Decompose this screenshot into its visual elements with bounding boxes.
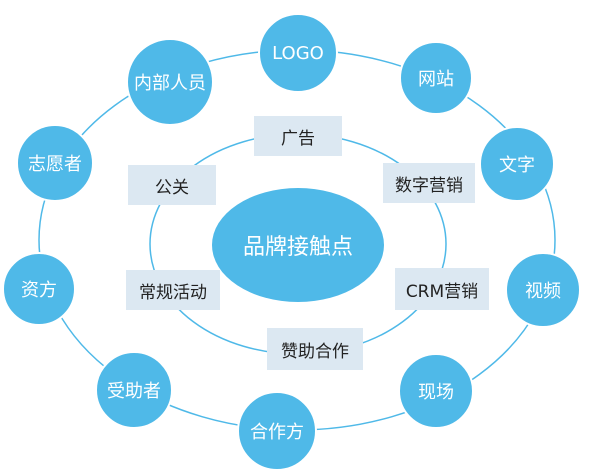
outer-node-text: 文字 <box>479 126 555 202</box>
inner-item-pr: 公关 <box>128 165 216 205</box>
inner-item-label: 常规活动 <box>139 282 207 303</box>
outer-node-label: 现场 <box>418 382 454 403</box>
inner-item-label: 广告 <box>281 128 315 149</box>
inner-item-label: 公关 <box>155 177 189 198</box>
inner-item-events: 常规活动 <box>126 270 220 310</box>
center-label: 品牌接触点 <box>242 235 353 260</box>
inner-item-ads: 广告 <box>254 116 342 156</box>
outer-node-label: 网站 <box>418 69 454 90</box>
outer-node-funder: 资方 <box>2 252 76 326</box>
inner-item-sponsor: 赞助合作 <box>267 328 363 370</box>
inner-item-label: 数字营销 <box>395 175 463 196</box>
center-node: 品牌接触点 <box>212 188 384 302</box>
outer-node-staff: 内部人员 <box>126 38 214 126</box>
outer-node-label: 资方 <box>21 280 57 301</box>
inner-item-crm: CRM营销 <box>395 268 489 310</box>
inner-item-digital: 数字营销 <box>383 163 475 203</box>
outer-node-label: LOGO <box>272 42 324 64</box>
outer-node-label: 志愿者 <box>28 154 82 175</box>
inner-item-label: 赞助合作 <box>281 341 349 362</box>
outer-node-partner: 合作方 <box>237 391 317 471</box>
outer-node-logo: LOGO <box>258 13 338 93</box>
outer-node-label: 受助者 <box>107 381 161 402</box>
outer-node-onsite: 现场 <box>398 353 474 429</box>
outer-node-website: 网站 <box>399 41 473 115</box>
inner-item-label: CRM营销 <box>405 281 479 302</box>
outer-node-label: 视频 <box>525 281 561 302</box>
outer-node-video: 视频 <box>505 252 581 328</box>
outer-node-beneficiary: 受助者 <box>95 351 173 429</box>
outer-node-volunteer: 志愿者 <box>16 124 94 202</box>
outer-node-label: 合作方 <box>250 422 304 443</box>
outer-node-label: 内部人员 <box>134 73 206 94</box>
outer-node-label: 文字 <box>499 155 535 176</box>
